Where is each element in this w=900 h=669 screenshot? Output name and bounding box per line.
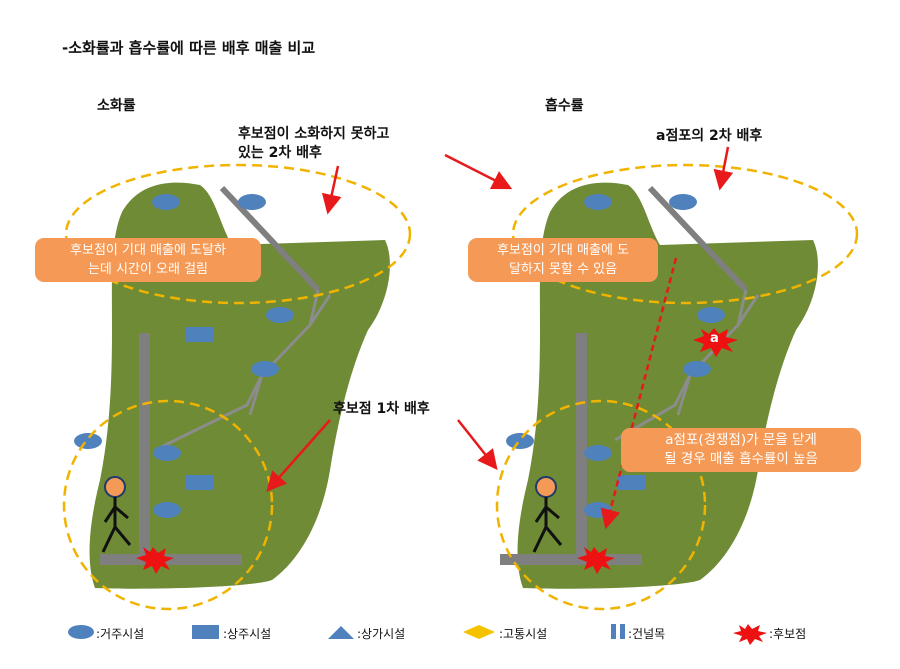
right-road-diagonal bbox=[647, 185, 749, 293]
starburst-icon bbox=[733, 624, 767, 645]
diamond-icon bbox=[463, 625, 495, 639]
right-secondary-area bbox=[511, 163, 859, 305]
legend-label-candidate: :후보점 bbox=[769, 627, 807, 641]
legend-graphics bbox=[68, 624, 767, 645]
right-callout: 후보점이 기대 매출에 도 달하지 못할 수 있음 bbox=[468, 238, 658, 282]
page-title: -소화률과 흡수률에 따른 배후 매출 비교 bbox=[62, 39, 316, 57]
left-road-diagonal bbox=[219, 185, 321, 293]
left-secondary-note: 후보점이 소화하지 못하고 있는 2차 배후 bbox=[238, 126, 390, 161]
left-candidate-starburst bbox=[136, 547, 174, 574]
left-business-markers bbox=[186, 327, 214, 490]
left-secondary-area bbox=[64, 163, 412, 305]
competitor-starburst bbox=[693, 328, 738, 357]
right-residential-markers bbox=[506, 194, 725, 518]
right-secondary-note: a점포의 2차 배후 bbox=[656, 128, 763, 144]
left-map bbox=[62, 163, 412, 611]
ellipse-icon bbox=[68, 625, 94, 639]
legend-label-crosswalk: :건널목 bbox=[628, 627, 666, 641]
triangle-icon bbox=[328, 626, 354, 639]
left-heading: 소화률 bbox=[97, 98, 136, 114]
competitor-transfer-arrow bbox=[600, 257, 678, 530]
legend-label-commercial: :상가시설 bbox=[357, 627, 406, 641]
left-arrow-secondary bbox=[321, 165, 342, 215]
right-arrow-primary bbox=[457, 419, 498, 470]
competitor-callout: a점포(경쟁점)가 문을 닫게 될 경우 매출 흡수률이 높음 bbox=[621, 428, 861, 472]
double-bar-icon bbox=[611, 624, 616, 639]
double-bar-icon-right bbox=[620, 624, 625, 639]
right-heading: 흡수률 bbox=[545, 98, 584, 114]
right-arrow-secondary bbox=[444, 153, 513, 190]
right-primary-area bbox=[495, 399, 707, 611]
left-arrow-primary bbox=[266, 419, 331, 492]
left-primary-note: 후보점 1차 배후 bbox=[333, 401, 430, 417]
left-primary-area bbox=[62, 399, 274, 611]
right-person-icon bbox=[532, 476, 563, 553]
left-road-vertical bbox=[139, 333, 150, 565]
competitor-label: a bbox=[710, 331, 719, 346]
right-map bbox=[444, 146, 859, 611]
left-residential-markers bbox=[74, 194, 294, 518]
legend-label-business: :상주시설 bbox=[223, 627, 272, 641]
legend-label-transit: :고통시설 bbox=[499, 627, 548, 641]
left-callout: 후보점이 기대 매출에 도달하 는데 시간이 오래 걸림 bbox=[35, 238, 261, 282]
right-business-markers bbox=[618, 475, 646, 490]
left-road-horizontal bbox=[100, 554, 242, 565]
right-road-horizontal bbox=[500, 554, 642, 565]
legend-label-residential: :거주시설 bbox=[96, 627, 145, 641]
rectangle-icon bbox=[192, 625, 219, 639]
right-candidate-starburst bbox=[577, 547, 615, 574]
left-person-icon bbox=[101, 476, 132, 553]
right-arrow-secondary-top bbox=[713, 146, 734, 191]
right-road-vertical bbox=[576, 333, 587, 565]
